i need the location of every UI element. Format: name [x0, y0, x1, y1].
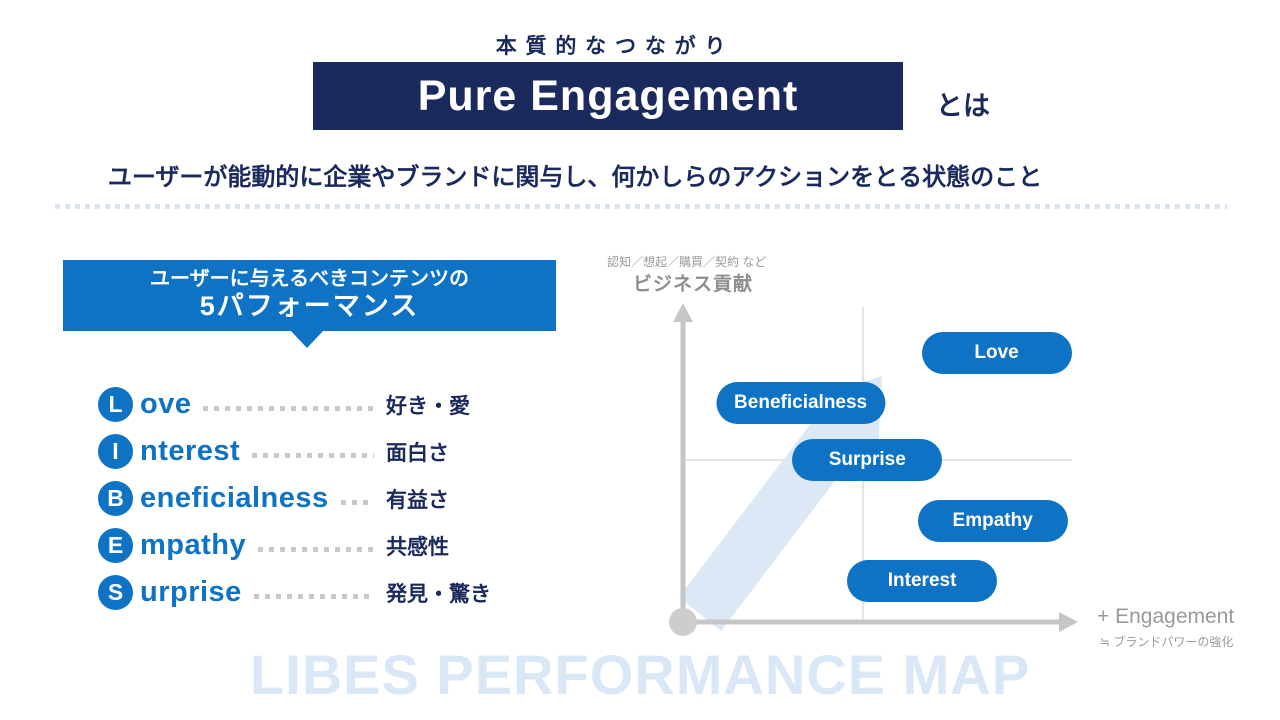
watermark-text: LIBES PERFORMANCE MAP	[249, 643, 1031, 706]
callout-line1: ユーザーに与えるべきコンテンツの	[150, 268, 469, 291]
title-banner: Pure Engagement	[313, 62, 903, 130]
x-axis-arrow	[683, 612, 1078, 632]
initial-badge-s: S	[98, 575, 133, 610]
list-item-love: L ove 好き・愛	[98, 381, 498, 428]
y-axis-note: 認知／想起／購買／契約 など	[607, 255, 767, 269]
dotted-leader	[340, 500, 374, 505]
performance-word: nterest	[140, 435, 241, 467]
list-item-empathy: E mpathy 共感性	[98, 522, 498, 569]
performance-meaning: 好き・愛	[386, 394, 470, 418]
performance-meaning: 面白さ	[386, 441, 449, 465]
page-title: Pure Engagement	[417, 71, 799, 120]
callout-pointer-icon	[291, 331, 323, 348]
performance-word: eneficialness	[140, 482, 329, 514]
y-axis-arrow	[673, 303, 693, 622]
initial-badge-l: L	[98, 387, 133, 422]
slide-tagline: 本質的なつながり	[495, 35, 735, 58]
map-pill-surprise: Surprise	[792, 439, 943, 482]
callout-line2: 5パフォーマンス	[199, 291, 420, 322]
dotted-leader	[252, 453, 374, 458]
performance-meaning: 発見・驚き	[386, 582, 491, 606]
map-pill-love: Love	[921, 331, 1072, 374]
performance-meaning: 共感性	[386, 535, 449, 559]
origin-dot	[669, 608, 697, 636]
five-performance-callout: ユーザーに与えるべきコンテンツの 5パフォーマンス	[63, 260, 556, 331]
performance-word: mpathy	[140, 529, 247, 561]
performance-word: urprise	[140, 576, 242, 608]
map-pill-beneficialness: Beneficialness	[716, 382, 886, 425]
map-pill-empathy: Empathy	[917, 499, 1068, 542]
x-axis-note: ≒ ブランドパワーの強化	[1100, 635, 1234, 649]
list-item-beneficialness: B eneficialness 有益さ	[98, 475, 498, 522]
title-suffix: とは	[936, 91, 990, 121]
initial-badge-b: B	[98, 481, 133, 516]
x-axis-label: + Engagement	[1097, 605, 1235, 628]
performance-list: L ove 好き・愛 I nterest 面白さ B eneficialness…	[98, 381, 498, 616]
initial-badge-i: I	[98, 434, 133, 469]
dotted-leader	[253, 594, 374, 599]
initial-badge-e: E	[98, 528, 133, 563]
dotted-leader	[203, 406, 374, 411]
slide-subtitle: ユーザーが能動的に企業やブランドに関与し、何かしらのアクションをとる状態のこと	[107, 164, 1043, 191]
performance-word: ove	[140, 388, 192, 420]
map-pill-interest: Interest	[847, 559, 998, 602]
dotted-divider	[55, 204, 1227, 209]
list-item-interest: I nterest 面白さ	[98, 428, 498, 475]
y-axis-label: ビジネス貢献	[633, 274, 754, 295]
dotted-leader	[258, 547, 374, 552]
performance-meaning: 有益さ	[386, 488, 449, 512]
list-item-surprise: S urprise 発見・驚き	[98, 569, 498, 616]
